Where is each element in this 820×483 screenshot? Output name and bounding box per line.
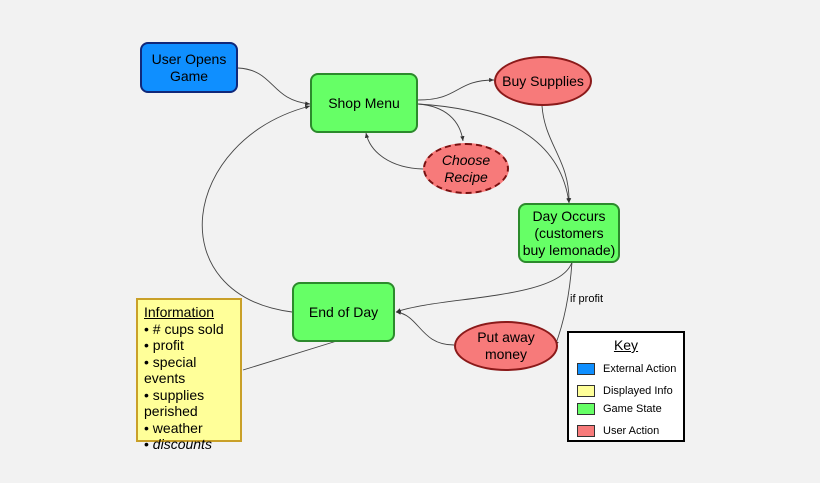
end-of-day-node: End of Day — [292, 282, 395, 342]
legend-key: Key External Action Displayed Info Game … — [567, 331, 685, 442]
key-label-user-action: User Action — [603, 425, 660, 437]
key-label-displayed-info: Displayed Info — [603, 385, 673, 397]
info-item-discounts: discounts — [144, 436, 234, 453]
key-row-displayed-info: Displayed Info — [577, 383, 673, 399]
information-list: # cups sold profit special events suppli… — [144, 321, 234, 453]
information-box: Information # cups sold profit special e… — [136, 298, 242, 452]
edge-shop-to-day — [417, 103, 571, 204]
put-away-money-node: Put away money — [454, 321, 558, 371]
if-profit-label: if profit — [570, 293, 604, 305]
information-title: Information — [144, 304, 215, 320]
shop-menu-node: Shop Menu — [310, 73, 418, 133]
edge-start-to-shop — [237, 67, 311, 106]
user-action-swatch — [577, 425, 595, 437]
game-state-swatch — [577, 403, 595, 415]
edge-day-to-money — [554, 261, 573, 347]
day-occurs-node: Day Occurs (customers buy lemonade) — [518, 203, 620, 263]
info-item-cups-sold: # cups sold — [144, 321, 234, 338]
edge-recipe-to-shop — [364, 132, 424, 170]
edge-shop-to-recipe — [417, 103, 465, 142]
key-row-user-action: User Action — [577, 423, 659, 439]
displayed-info-swatch — [577, 385, 595, 397]
choose-recipe-node: Choose Recipe — [423, 143, 509, 194]
user-opens-game-node: User Opens Game — [140, 42, 238, 93]
key-title: Key — [613, 337, 639, 353]
key-row-game-state: Game State — [577, 401, 662, 417]
key-row-external-action: External Action — [577, 361, 676, 377]
info-item-weather: weather — [144, 420, 234, 437]
buy-supplies-node: Buy Supplies — [494, 56, 592, 106]
edge-shop-to-buy — [417, 77, 495, 101]
info-item-special-events: special events — [144, 354, 234, 387]
info-item-supplies-perished: supplies perished — [144, 387, 234, 420]
edge-buy-to-day — [541, 105, 572, 204]
external-action-swatch — [577, 363, 595, 375]
edge-end-to-info — [242, 339, 341, 371]
key-label-external-action: External Action — [603, 363, 677, 375]
key-label-game-state: Game State — [603, 403, 662, 415]
edge-day-to-end — [395, 261, 573, 313]
info-item-profit: profit — [144, 337, 234, 354]
edge-money-to-end — [395, 310, 455, 346]
edge-end-to-shop — [201, 105, 311, 313]
